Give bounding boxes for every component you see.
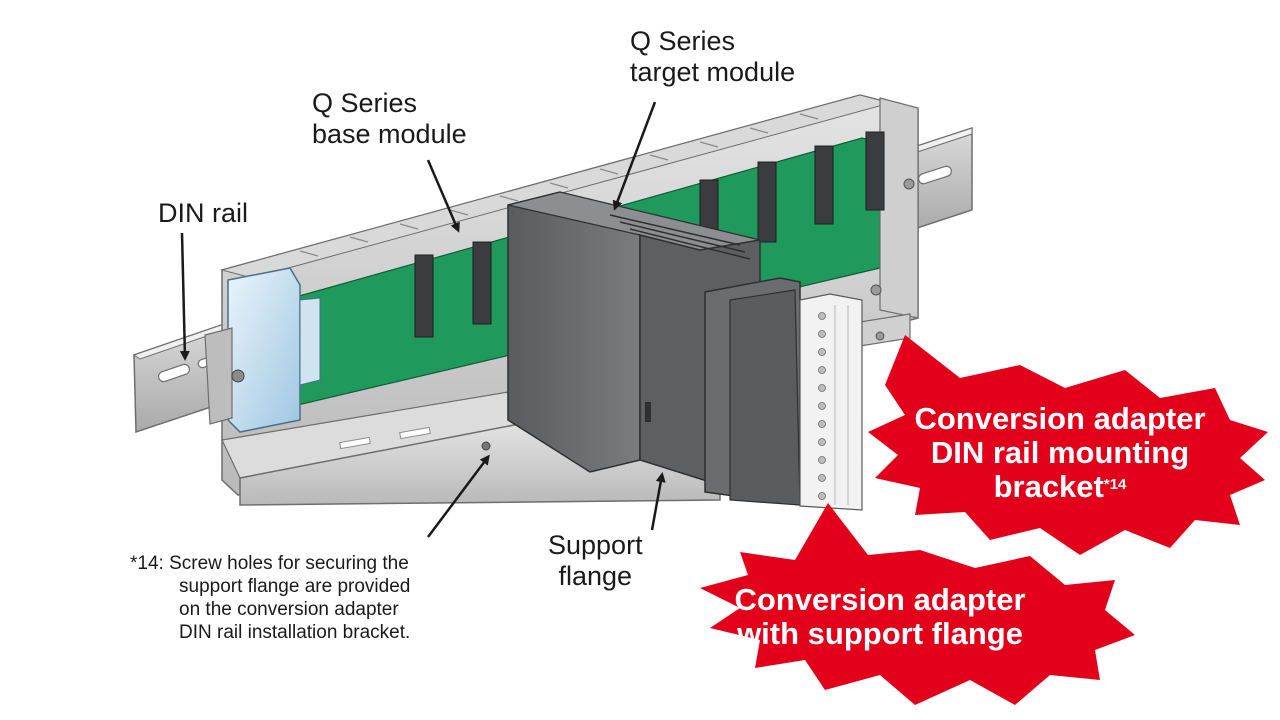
footnote-line3: on the conversion adapter	[179, 599, 399, 620]
footnote-mark: *14:	[130, 553, 164, 574]
leader-arrows	[179, 101, 666, 538]
callout-din-bracket-line3: bracket	[993, 469, 1104, 504]
footnote: *14: Screw holes for securing the suppor…	[130, 552, 410, 644]
conversion-adapter	[704, 277, 863, 511]
label-q-series-base-line1: Q Series	[312, 88, 418, 118]
din-rail-bracket-left	[204, 267, 321, 433]
callout-footnote-mark: *14	[1103, 476, 1127, 493]
callout-support-adapter-line1: Conversion adapter	[734, 582, 1026, 617]
footnote-line2: support flange are provided	[179, 576, 411, 597]
arrow-din-rail	[179, 232, 190, 361]
callout-support-adapter-text: Conversion adapter with support flange	[700, 583, 1060, 651]
arrow-screw-hole	[427, 454, 490, 538]
label-support-flange: Support flange	[548, 530, 643, 592]
label-q-series-base-line2: base module	[312, 119, 467, 149]
label-support-flange-line1: Support	[548, 530, 643, 560]
callout-din-bracket-line1: Conversion adapter	[914, 401, 1206, 436]
arrow-target-module	[612, 101, 657, 211]
callout-support-adapter-line2: with support flange	[737, 616, 1023, 651]
footnote-line1: Screw holes for securing the	[169, 553, 409, 574]
callout-din-bracket-line2: DIN rail mounting	[930, 435, 1190, 470]
label-support-flange-line2: flange	[558, 561, 633, 591]
label-q-series-target-line1: Q Series	[630, 26, 736, 56]
arrow-support-flange	[650, 472, 666, 531]
callout-din-bracket-text: Conversion adapter DIN rail mounting bra…	[880, 402, 1240, 504]
callout-burst-support-adapter	[700, 503, 1135, 705]
label-din-rail: DIN rail	[158, 198, 249, 228]
label-q-series-target: Q Series target module	[630, 26, 795, 88]
arrow-base-module	[426, 159, 460, 233]
label-q-series-base: Q Series base module	[312, 88, 467, 150]
footnote-line4: DIN rail installation bracket.	[179, 622, 411, 643]
label-q-series-target-line2: target module	[630, 57, 796, 87]
callout-burst-din-bracket	[868, 335, 1268, 555]
